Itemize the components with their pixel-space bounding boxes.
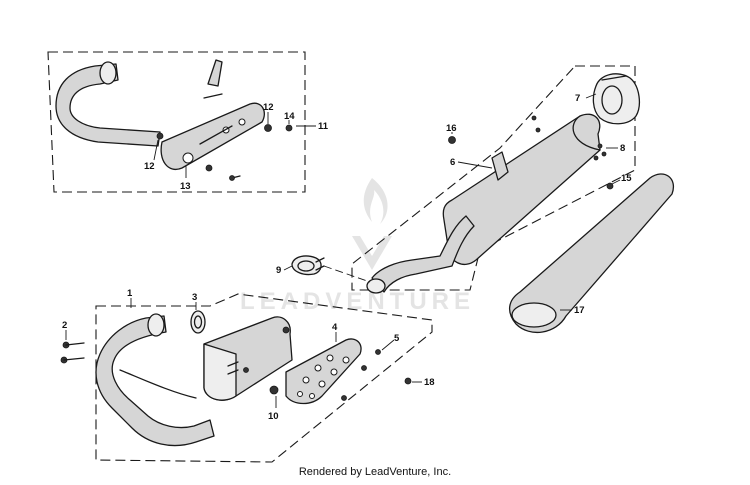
nut-16: [448, 136, 456, 144]
lower-pipe-flange: [147, 313, 165, 337]
group-11-dashed-box: [47, 51, 306, 193]
flame-logo-icon: [352, 178, 392, 270]
callout-6: 6: [450, 157, 455, 168]
callout-10: 10: [268, 411, 279, 422]
exhaust-pipe-upper: [55, 63, 161, 147]
bolt-15: [606, 182, 614, 190]
muffler-6: [442, 113, 601, 265]
group-1-dashed-box: [95, 293, 433, 463]
bolt-5: [375, 349, 381, 355]
nut-10: [269, 385, 279, 395]
clamp-9: [291, 255, 322, 276]
callout-18: 18: [424, 377, 435, 388]
pipe-bracket: [207, 59, 223, 87]
footer-credit: Rendered by LeadVenture, Inc.: [298, 466, 452, 478]
muffler-bracket: [491, 151, 509, 181]
upper-muffler-assembly: 7 8 15 16 6 9 17: [276, 65, 675, 334]
clamp-leader-dashed: [323, 265, 371, 283]
heat-shield-17: [509, 173, 675, 334]
heat-shield-4: [285, 338, 362, 405]
end-cap-7: [592, 73, 641, 125]
exhaust-pipe-lower: [95, 315, 215, 447]
callout-12-left: 12: [144, 161, 155, 172]
callout-9: 9: [276, 265, 281, 276]
pipe-flange: [99, 61, 117, 85]
callout-4: 4: [332, 322, 338, 333]
callout-8: 8: [620, 143, 625, 154]
group-1-lower-exhaust-assembly: 1 2 3 4 5 10 18: [60, 288, 435, 463]
bolt-14: [285, 124, 293, 132]
callout-14: 14: [284, 111, 295, 122]
callout-5: 5: [394, 333, 400, 344]
callout-12-right: 12: [263, 102, 274, 113]
callout-3: 3: [192, 292, 197, 303]
group-11-exhaust-pipe-assembly: 12 14 11 12 13: [47, 51, 329, 193]
heat-shield-17-end: [511, 302, 557, 328]
bolt-18: [404, 377, 412, 385]
washer-12-right: [264, 124, 272, 132]
callout-2: 2: [62, 320, 67, 331]
watermark: LEADVENTURE: [240, 178, 475, 315]
bolt-13-fastener: [205, 164, 213, 172]
callout-7: 7: [575, 93, 580, 104]
callout-13: 13: [180, 181, 191, 192]
callout-16: 16: [446, 123, 457, 134]
callout-17: 17: [574, 305, 585, 316]
callout-15: 15: [621, 173, 632, 184]
watermark-text: LEADVENTURE: [240, 288, 475, 315]
washer-12-left: [156, 132, 164, 140]
gasket-3: [190, 310, 206, 334]
inlet-pipe-end: [366, 278, 386, 294]
callout-1: 1: [127, 288, 133, 299]
muffler-inlet-pipe: [371, 215, 475, 293]
callout-11: 11: [318, 121, 329, 132]
